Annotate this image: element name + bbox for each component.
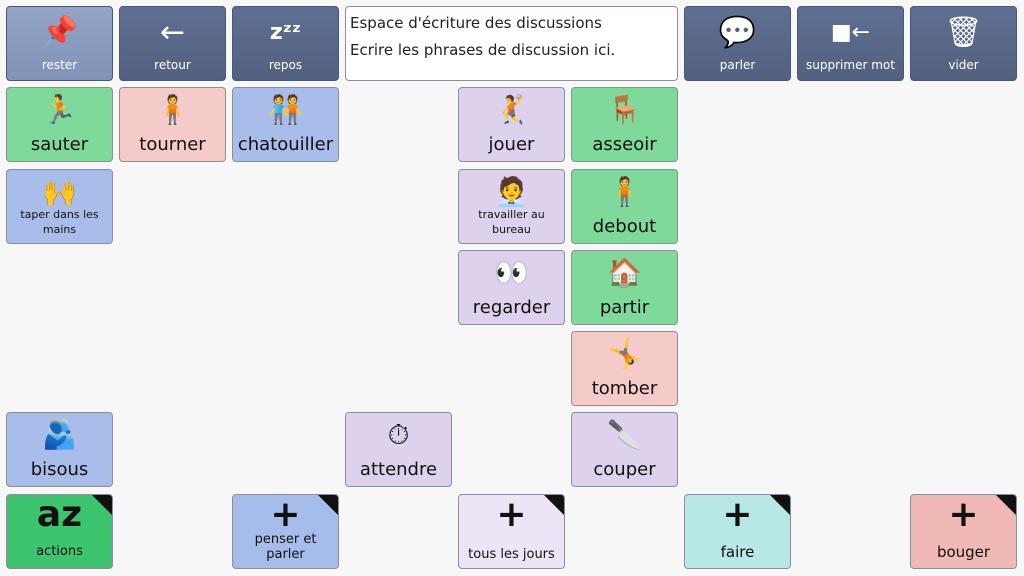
folder-penser-et-parler[interactable]: +penser et parler: [232, 493, 339, 569]
speech-bubble-icon: 💬: [718, 15, 757, 50]
plus-icon: +: [722, 493, 753, 535]
cell-asseoir[interactable]: 🪑asseoir: [571, 87, 678, 163]
cell-taper-dans-les-mains[interactable]: 🙌taper dans les mains: [6, 168, 113, 244]
sleep-icon: zᶻᶻ: [269, 20, 302, 45]
stand-icon: 🧍: [607, 174, 642, 208]
leave-icon: 🏠: [607, 255, 642, 289]
rester-button[interactable]: 📌rester: [6, 6, 113, 81]
cell-tomber[interactable]: 🤸tomber: [571, 331, 678, 407]
play-icon: 🤾: [494, 93, 529, 127]
cell-debout[interactable]: 🧍debout: [571, 168, 678, 244]
tickle-icon: 🧑‍🤝‍🧑: [268, 93, 303, 127]
cell-travailler-au-bureau[interactable]: 🧑‍💼travailler au bureau: [458, 168, 565, 244]
trash-icon: 🗑: [944, 15, 983, 50]
turn-icon: 🧍: [155, 93, 190, 127]
wait-icon: ⏱: [387, 418, 410, 452]
folder-tous-les-jours[interactable]: +tous les jours: [458, 493, 565, 569]
cut-icon: 🔪: [607, 418, 642, 452]
message-title: Espace d'écriture des discussions: [350, 14, 602, 32]
vider-button[interactable]: 🗑vider: [910, 6, 1017, 81]
folder-faire[interactable]: +faire: [684, 493, 791, 569]
jump-icon: 🏃: [42, 93, 77, 127]
supprimer-mot-button[interactable]: ■←supprimer mot: [797, 6, 904, 81]
alphabet-icon: az: [36, 493, 83, 535]
pin-icon: 📌: [40, 15, 79, 50]
plus-icon: +: [270, 493, 301, 535]
sit-icon: 🪑: [607, 93, 642, 127]
fall-icon: 🤸: [607, 337, 642, 371]
folder-bouger[interactable]: +bouger: [910, 493, 1017, 569]
cell-chatouiller[interactable]: 🧑‍🤝‍🧑chatouiller: [232, 87, 339, 163]
plus-icon: +: [496, 493, 527, 535]
arrow-left-icon: ←: [159, 15, 186, 50]
retour-button[interactable]: ←retour: [119, 6, 226, 81]
look-icon: 👀: [494, 255, 529, 289]
cell-attendre[interactable]: ⏱attendre: [345, 412, 452, 488]
cell-jouer[interactable]: 🤾jouer: [458, 87, 565, 163]
cell-couper[interactable]: 🔪couper: [571, 412, 678, 488]
parler-button[interactable]: 💬parler: [684, 6, 791, 81]
plus-icon: +: [948, 493, 979, 535]
cell-partir[interactable]: 🏠partir: [571, 249, 678, 325]
message-hint: Ecrire les phrases de discussion ici.: [350, 41, 616, 59]
cell-bisous[interactable]: 🫂bisous: [6, 412, 113, 488]
cell-regarder[interactable]: 👀regarder: [458, 249, 565, 325]
clap-icon: 🙌: [42, 174, 77, 208]
cell-tourner[interactable]: 🧍tourner: [119, 87, 226, 163]
desk-icon: 🧑‍💼: [494, 174, 529, 208]
cell-sauter[interactable]: 🏃sauter: [6, 87, 113, 163]
backspace-icon: ■←: [830, 20, 871, 45]
hug-icon: 🫂: [42, 418, 77, 452]
